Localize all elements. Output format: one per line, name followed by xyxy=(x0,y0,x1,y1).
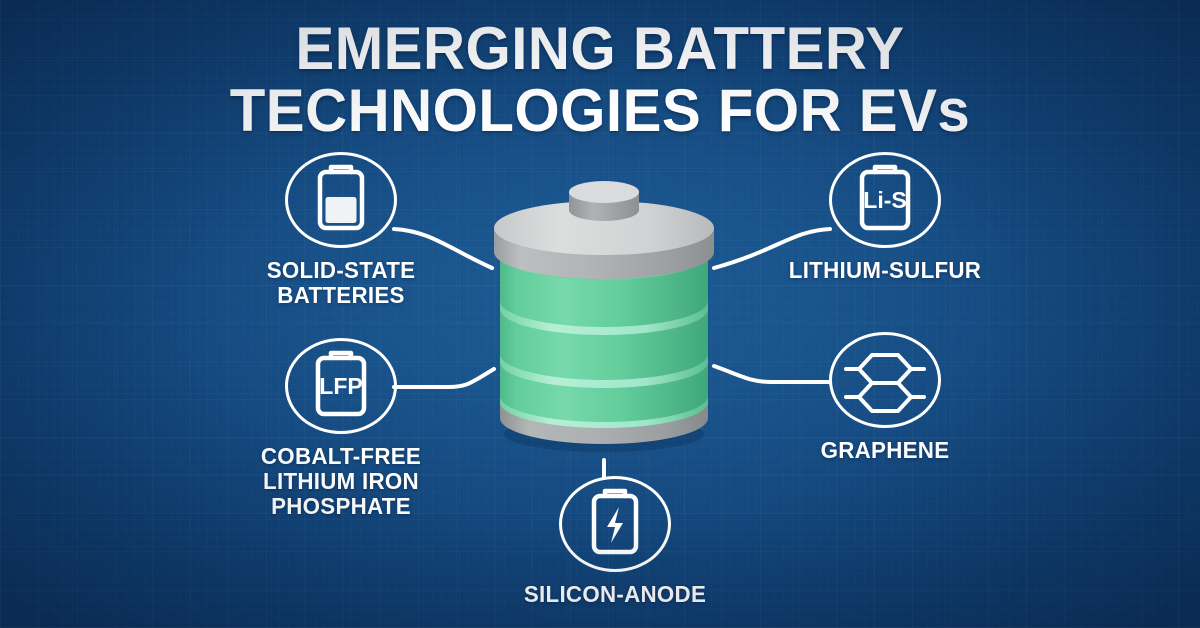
battery-bolt-icon xyxy=(591,488,639,555)
battery-lis-icon-text: Li-S xyxy=(863,187,906,213)
central-battery-graphic xyxy=(494,181,714,452)
battery-band-1 xyxy=(500,301,708,335)
node-lithium-sulfur-label: LITHIUM-SULFUR xyxy=(788,257,982,283)
node-silicon-anode[interactable]: SILICON-ANODE xyxy=(490,476,740,607)
node-cobalt-free-circle[interactable]: LFP xyxy=(285,338,397,434)
battery-half-icon xyxy=(317,164,365,231)
node-solid-state[interactable]: SOLID-STATE BATTERIES xyxy=(216,152,466,308)
battery-fill-level xyxy=(325,197,357,223)
battery-body xyxy=(500,254,708,428)
lightning-bolt-icon xyxy=(607,507,623,543)
battery-band-3 xyxy=(500,396,708,428)
node-lithium-sulfur[interactable]: Li-S LITHIUM-SULFUR xyxy=(760,152,1010,283)
battery-terminal-top xyxy=(569,181,639,203)
battery-lfp-icon: LFP xyxy=(315,350,367,417)
hexagon-lattice-icon xyxy=(844,353,926,413)
node-cobalt-free[interactable]: LFP COBALT-FREE LITHIUM IRON PHOSPHATE xyxy=(216,338,466,519)
battery-lfp-icon-text: LFP xyxy=(319,373,362,399)
node-graphene-circle[interactable] xyxy=(829,332,941,428)
battery-cap-top xyxy=(494,201,714,255)
battery-band-2 xyxy=(500,354,708,388)
node-graphene[interactable]: GRAPHENE xyxy=(760,332,1010,463)
node-solid-state-label: SOLID-STATE BATTERIES xyxy=(266,257,416,308)
node-lithium-sulfur-circle[interactable]: Li-S xyxy=(829,152,941,248)
node-silicon-anode-circle[interactable] xyxy=(559,476,671,572)
battery-lis-icon: Li-S xyxy=(859,164,911,231)
title-line-2: TECHNOLOGIES FOR EVs xyxy=(229,77,971,144)
node-cobalt-free-label: COBALT-FREE LITHIUM IRON PHOSPHATE xyxy=(260,443,422,519)
node-solid-state-circle[interactable] xyxy=(285,152,397,248)
node-silicon-anode-label: SILICON-ANODE xyxy=(523,581,707,607)
node-graphene-label: GRAPHENE xyxy=(820,437,950,463)
title-line-1: EMERGING BATTERY xyxy=(295,15,905,82)
page-title: EMERGING BATTERY TECHNOLOGIES FOR EVs xyxy=(18,18,1182,142)
